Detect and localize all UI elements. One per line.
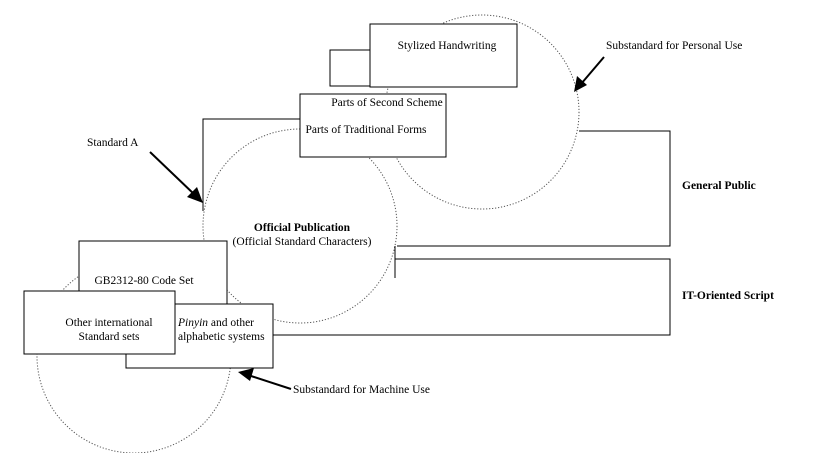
- pinyin-rest: and other: [208, 317, 254, 329]
- other-international-box: [23, 290, 176, 355]
- personal-use-arrow: [580, 56, 605, 85]
- substandard-personal-label: Substandard for Personal Use: [606, 40, 742, 52]
- parts-traditional-forms-box: [299, 93, 447, 158]
- personal-use-circle: [384, 14, 580, 210]
- gb2312-code-set-label: GB2312-80 Code Set: [94, 275, 194, 287]
- machine-use-arrowhead: [238, 368, 254, 381]
- pinyin-label-line2: alphabetic systems: [178, 331, 265, 343]
- it-oriented-script-label: IT-Oriented Script: [682, 290, 774, 302]
- stylized-handwriting-label: Stylized Handwriting: [398, 40, 497, 52]
- other-international-label-line2: Standard sets: [78, 331, 140, 343]
- pinyin-label-line1: Pinyin and other: [177, 317, 254, 329]
- other-international-label-line1: Other international: [65, 317, 152, 329]
- pinyin-word: Pinyin: [177, 317, 208, 329]
- stylized-handwriting-box: [369, 23, 518, 88]
- official-standard-characters-label: (Official Standard Characters): [232, 236, 371, 248]
- parts-second-scheme-label: Parts of Second Scheme: [331, 97, 442, 109]
- general-public-label: General Public: [682, 180, 756, 192]
- personal-use-arrowhead: [574, 76, 587, 92]
- parts-traditional-forms-label: Parts of Traditional Forms: [305, 124, 427, 136]
- standard-a-connector-line: [202, 118, 300, 211]
- official-publication-label: Official Publication: [254, 222, 351, 234]
- general-public-bracket: [397, 130, 671, 247]
- machine-use-arrow: [247, 374, 292, 390]
- standard-a-arrow: [149, 151, 197, 197]
- it-oriented-bracket: [273, 258, 671, 336]
- standard-a-label: Standard A: [87, 137, 139, 149]
- substandard-machine-label: Substandard for Machine Use: [293, 384, 430, 396]
- standard-a-arrowhead: [187, 187, 203, 203]
